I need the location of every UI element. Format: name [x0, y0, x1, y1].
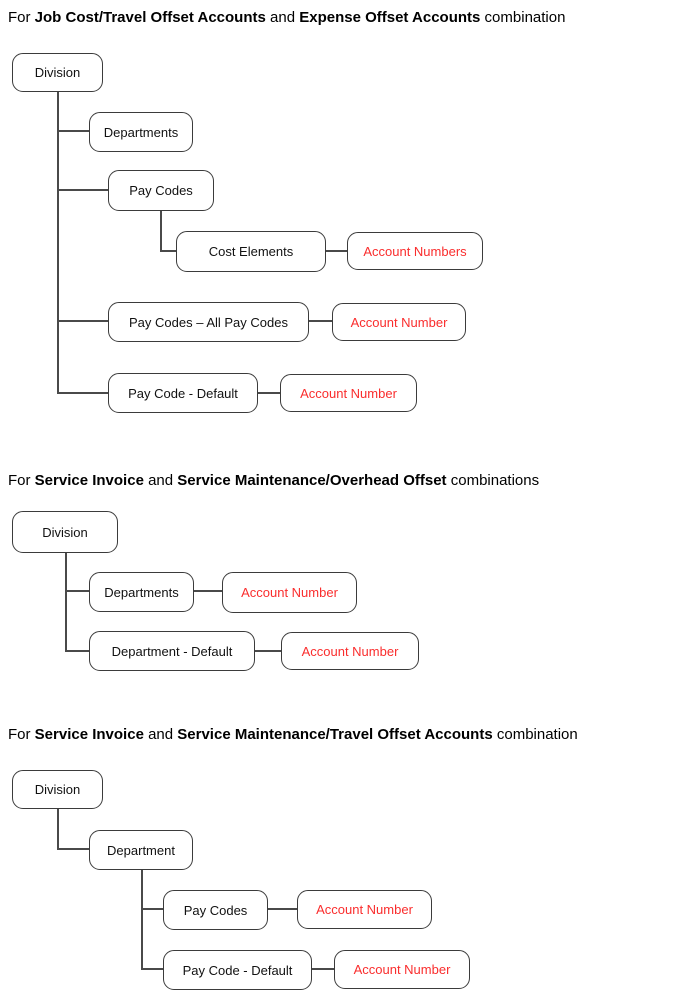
node-departments: Departments [89, 572, 194, 612]
node-cost-elements: Cost Elements [176, 231, 326, 272]
connector-line [255, 650, 281, 652]
connector-line [141, 968, 163, 970]
section-2-title: For Service Invoice and Service Maintena… [8, 471, 539, 491]
title-bold-text: Job Cost/Travel Offset Accounts [34, 9, 266, 26]
connector-line [326, 250, 347, 252]
connector-line [65, 553, 67, 652]
connector-line [309, 320, 332, 322]
node-department-default: Department - Default [89, 631, 255, 671]
title-text: and [265, 9, 300, 26]
node-account-numbers: Account Numbers [347, 232, 483, 270]
connector-line [268, 908, 297, 910]
connector-line [258, 392, 280, 394]
connector-line [160, 211, 162, 252]
title-text: combination [480, 9, 566, 26]
title-text: and [143, 726, 178, 743]
connector-line [57, 130, 89, 132]
connector-line [141, 908, 163, 910]
node-pay-code-default: Pay Code - Default [108, 373, 258, 413]
title-text: combination [492, 726, 578, 743]
connector-line [57, 320, 108, 322]
connector-line [57, 92, 59, 394]
connector-line [194, 590, 222, 592]
title-text: For [8, 726, 35, 743]
node-division: Division [12, 770, 103, 809]
title-bold-text: Service Invoice [34, 472, 144, 489]
node-account-number: Account Number [334, 950, 470, 989]
node-account-number: Account Number [280, 374, 417, 412]
connector-line [57, 809, 59, 850]
title-bold-text: Service Maintenance/Travel Offset Accoun… [177, 726, 493, 743]
title-bold-text: Expense Offset Accounts [299, 9, 481, 26]
connector-line [65, 650, 89, 652]
node-departments: Departments [89, 112, 193, 152]
node-pay-code-default: Pay Code - Default [163, 950, 312, 990]
node-pay-codes: Pay Codes [108, 170, 214, 211]
section-1-title: For Job Cost/Travel Offset Accounts and … [8, 8, 565, 28]
connector-line [312, 968, 334, 970]
connector-line [57, 189, 108, 191]
connector-line [65, 590, 89, 592]
node-account-number: Account Number [297, 890, 432, 929]
node-pay-codes-all-pay-codes: Pay Codes – All Pay Codes [108, 302, 309, 342]
node-pay-codes: Pay Codes [163, 890, 268, 930]
node-account-number: Account Number [222, 572, 357, 613]
title-bold-text: Service Maintenance/Overhead Offset [177, 472, 447, 489]
title-text: For [8, 472, 35, 489]
node-account-number: Account Number [281, 632, 419, 670]
connector-line [141, 870, 143, 970]
node-account-number: Account Number [332, 303, 466, 341]
title-text: and [143, 472, 178, 489]
connector-line [160, 250, 176, 252]
node-division: Division [12, 53, 103, 92]
connector-line [57, 848, 89, 850]
title-text: combinations [446, 472, 540, 489]
title-bold-text: Service Invoice [34, 726, 144, 743]
section-3-title: For Service Invoice and Service Maintena… [8, 725, 578, 745]
connector-line [57, 392, 108, 394]
node-division: Division [12, 511, 118, 553]
node-department: Department [89, 830, 193, 870]
title-text: For [8, 9, 35, 26]
